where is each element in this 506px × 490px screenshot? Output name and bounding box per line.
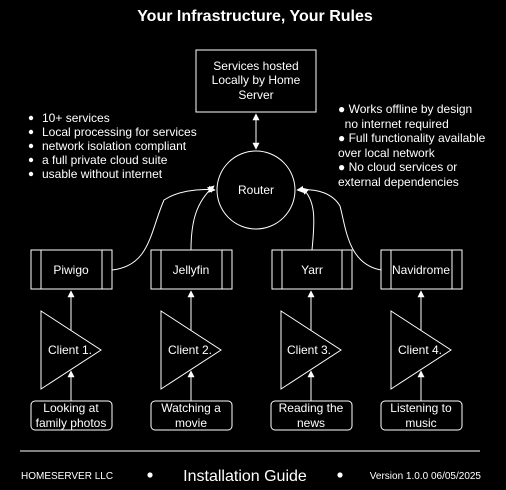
activity-box-movie: Watching a movie [150,400,233,431]
left-bullet-text: 10+ services [42,111,110,125]
client-node-1: Client 1. [40,310,102,390]
right-bullet-text: ● Full functionality available [338,131,486,145]
router-label: Router [238,183,274,197]
page-title: Your Infrastructure, Your Rules [137,8,373,25]
activity-box-news: Reading the news [270,400,353,431]
service-label: Piwigo [53,263,89,277]
left-bullet-text: Local processing for services [42,125,197,139]
left-bullet-text: usable without internet [42,167,163,181]
client-node-4: Client 4. [390,310,452,390]
client-label: Client 2. [168,343,212,357]
right-bullet-text: ● Works offline by design [338,102,472,116]
service-box-piwigo: Piwigo [30,249,113,290]
footer-guide-title: Installation Guide [183,468,307,485]
activity-label: news [297,416,325,430]
left-bullet-dot [28,129,34,135]
activity-label: Looking at [43,401,99,415]
jellyfin-router-link [190,185,215,251]
footer-version: Version 1.0.0 06/05/2025 [370,471,482,482]
home-server-box [195,49,317,113]
service-label: Navidrome [392,263,450,277]
home-server-label-line-2: Locally by Home [212,73,301,87]
left-bullet-text: network isolation compliant [42,139,187,153]
activity-label: Watching a [161,401,221,415]
home-server-label-line-3: Server [238,88,273,102]
left-bullet-text: a full private cloud suite [42,153,168,167]
activity-label: Listening to [390,401,452,415]
home-server-label-line-1: Services hosted [213,59,298,73]
right-bullet-text: external dependencies [338,175,459,189]
client-label: Client 3. [287,343,331,357]
right-bullet-text: ● No cloud services or [338,160,457,174]
client-label: Client 4. [398,343,442,357]
client-node-3: Client 3. [280,310,342,390]
router-node [216,150,296,230]
activity-label: movie [175,416,207,430]
activity-label: family photos [36,416,107,430]
left-bullet-dot [28,115,34,121]
piwigo-router-link [111,185,216,271]
footer-company: HOMESERVER LLC [21,471,113,482]
navidrome-router-link [296,185,382,271]
client-node-2: Client 2. [160,310,222,390]
service-label: Yarr [301,263,323,277]
service-box-jellyfin: Jellyfin [150,249,233,290]
service-label: Jellyfin [173,263,210,277]
right-bullet-text: no internet required [338,117,449,131]
yarr-router-link [301,187,315,251]
left-bullet-dot [28,157,34,163]
left-bullet-dot [28,171,34,177]
activity-label: Reading the [279,401,344,415]
left-bullet-dot [28,143,34,149]
activity-box-music: Listening to music [380,400,463,431]
footer-separator-dot [147,472,153,478]
client-label: Client 1. [48,343,92,357]
service-box-yarr: Yarr [271,249,353,290]
footer-separator-dot [337,472,343,478]
service-box-navidrome: Navidrome [380,249,463,290]
right-bullet-text: over local network [338,146,436,160]
activity-box-photos: Looking at family photos [30,400,113,431]
activity-label: music [405,416,436,430]
